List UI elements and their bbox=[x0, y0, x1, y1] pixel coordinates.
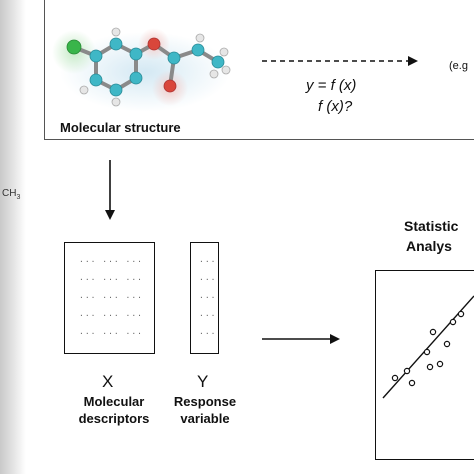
data-point bbox=[457, 310, 465, 318]
carbon-atoms bbox=[89, 37, 225, 97]
matrix-dots: ··· ··· ··· bbox=[79, 293, 143, 302]
function-equation: y = f (x) bbox=[306, 77, 357, 94]
y-letter: Y bbox=[197, 372, 209, 391]
matrix-dots: ··· ··· ··· bbox=[79, 275, 143, 284]
x-label-line1: Molecular bbox=[83, 394, 145, 409]
x-letter: X bbox=[102, 372, 114, 391]
molecular-descriptors-label: Molecular descriptors bbox=[66, 393, 162, 427]
vector-dots: ··· bbox=[199, 329, 217, 338]
statistical-title-line1: Statistic bbox=[404, 218, 459, 234]
vector-dots: ··· bbox=[199, 257, 217, 266]
descriptor-matrix: ··· ··· ··· ··· ··· ··· ··· ··· ··· ··· … bbox=[64, 242, 155, 354]
oxygen-atoms bbox=[147, 37, 177, 93]
right-arrow bbox=[262, 334, 340, 344]
vector-dots: ··· bbox=[199, 293, 217, 302]
vector-dots: ··· bbox=[199, 311, 217, 320]
data-point bbox=[426, 363, 434, 371]
chlorine-atom bbox=[66, 39, 82, 55]
scatter-plot bbox=[382, 295, 474, 399]
data-point bbox=[423, 348, 431, 356]
vector-dots: ··· bbox=[199, 275, 217, 284]
y-label-line1: Response bbox=[173, 394, 237, 409]
data-point bbox=[391, 374, 399, 382]
statistical-title-line2: Analys bbox=[406, 238, 452, 254]
ch3-fragment-label: CH3 bbox=[2, 188, 21, 201]
data-point bbox=[403, 367, 411, 375]
background-molecule-strip bbox=[0, 0, 26, 474]
dashed-arrow bbox=[262, 56, 418, 66]
response-vector: ··· ··· ··· ··· ··· bbox=[190, 242, 219, 354]
matrix-dots: ··· ··· ··· bbox=[79, 257, 143, 266]
y-label-line2: variable bbox=[180, 411, 230, 426]
matrix-dots: ··· ··· ··· bbox=[79, 311, 143, 320]
matrix-dots: ··· ··· ··· bbox=[79, 329, 143, 338]
down-arrow bbox=[105, 160, 115, 220]
molecular-structure-label: Molecular structure bbox=[60, 120, 181, 135]
scatter-plot-frame bbox=[375, 270, 474, 460]
function-question: f (x)? bbox=[318, 98, 353, 115]
data-point bbox=[429, 328, 437, 336]
x-label-line2: descriptors bbox=[78, 411, 150, 426]
hydrogen-atoms bbox=[79, 27, 231, 107]
data-point bbox=[436, 360, 444, 368]
molecule-structure-image bbox=[52, 27, 231, 112]
example-fragment: (e.g bbox=[449, 60, 468, 72]
data-point bbox=[449, 318, 457, 326]
data-point bbox=[443, 340, 451, 348]
data-point bbox=[408, 379, 416, 387]
response-variable-label: Response variable bbox=[163, 393, 247, 427]
